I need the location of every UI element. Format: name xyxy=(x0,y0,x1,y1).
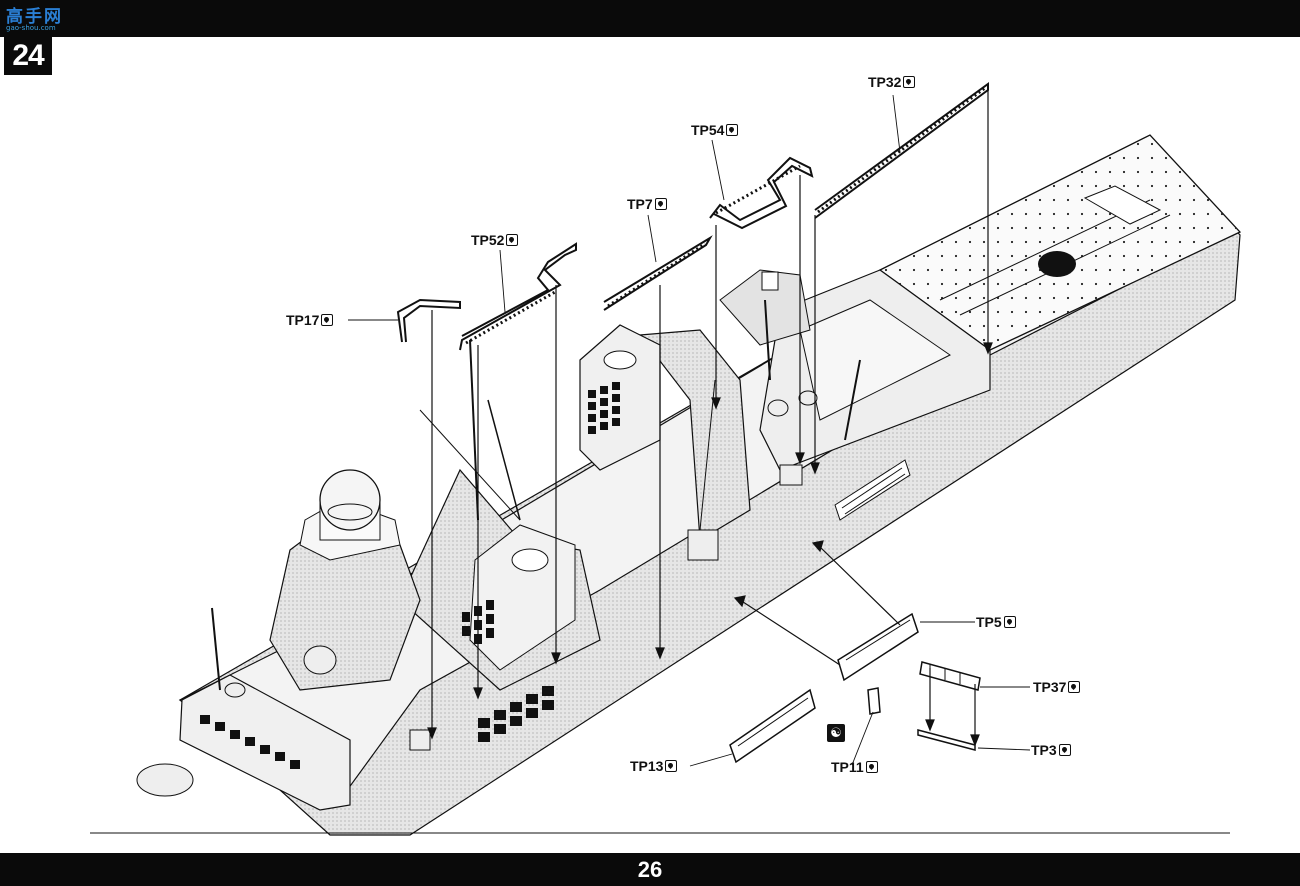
part-tp52 xyxy=(459,242,577,351)
part-tp32 xyxy=(814,82,989,219)
page-number: 26 xyxy=(637,857,663,882)
label-tp11-text: TP11 xyxy=(831,759,864,775)
logo-url: gao-shou.com xyxy=(6,24,56,32)
caution-icon xyxy=(321,314,334,326)
site-logo: 高手网 gao-shou.com xyxy=(6,4,70,34)
label-tp5: TP5 xyxy=(976,614,1016,630)
label-tp3-text: TP3 xyxy=(1031,742,1057,758)
bend-symbol-icon: ☯ xyxy=(827,724,845,742)
helo-deck-circle xyxy=(1038,251,1076,277)
bottom-bar xyxy=(0,853,1300,886)
radar-dome xyxy=(319,469,381,531)
label-tp52-text: TP52 xyxy=(471,232,505,248)
gun-turret xyxy=(136,763,194,797)
part-tp54 xyxy=(709,156,814,230)
caution-icon xyxy=(865,761,878,773)
label-tp13: TP13 xyxy=(630,758,678,774)
part-tp17 xyxy=(396,298,461,343)
label-tp5-text: TP5 xyxy=(976,614,1002,630)
part-tp5 xyxy=(837,612,919,682)
label-tp11: TP11 xyxy=(831,759,878,775)
part-tp7 xyxy=(603,235,713,311)
caution-icon xyxy=(654,198,667,210)
part-tp3 xyxy=(917,729,976,751)
label-tp13-text: TP13 xyxy=(630,758,664,774)
top-bar xyxy=(0,0,1300,37)
label-tp32: TP32 xyxy=(868,74,916,90)
caution-icon xyxy=(506,234,519,246)
label-tp37: TP37 xyxy=(1033,679,1081,695)
caution-icon xyxy=(726,124,739,136)
label-tp17-text: TP17 xyxy=(286,312,320,328)
photoetch-parts xyxy=(396,82,989,764)
assembly-arrows xyxy=(427,88,993,747)
label-tp37-text: TP37 xyxy=(1033,679,1067,695)
caution-icon xyxy=(665,760,678,772)
label-tp54-text: TP54 xyxy=(691,122,725,138)
label-tp32-text: TP32 xyxy=(868,74,902,90)
leader-lines xyxy=(348,94,1031,767)
label-tp7: TP7 xyxy=(627,196,667,212)
part-tp11 xyxy=(867,687,881,715)
label-tp54: TP54 xyxy=(691,122,739,138)
part-tp13 xyxy=(729,688,816,764)
caution-icon xyxy=(1058,744,1071,756)
caution-icon xyxy=(903,76,916,88)
label-tp7-text: TP7 xyxy=(627,196,653,212)
part-tp37 xyxy=(919,661,981,691)
label-tp52: TP52 xyxy=(471,232,519,248)
label-tp3: TP3 xyxy=(1031,742,1071,758)
caution-icon xyxy=(1003,616,1016,628)
label-tp17: TP17 xyxy=(286,312,334,328)
aft-tower xyxy=(638,329,751,542)
step-number-badge: 24 xyxy=(4,37,52,75)
logo-text: 高手网 xyxy=(6,7,63,26)
caution-icon xyxy=(1068,681,1081,693)
